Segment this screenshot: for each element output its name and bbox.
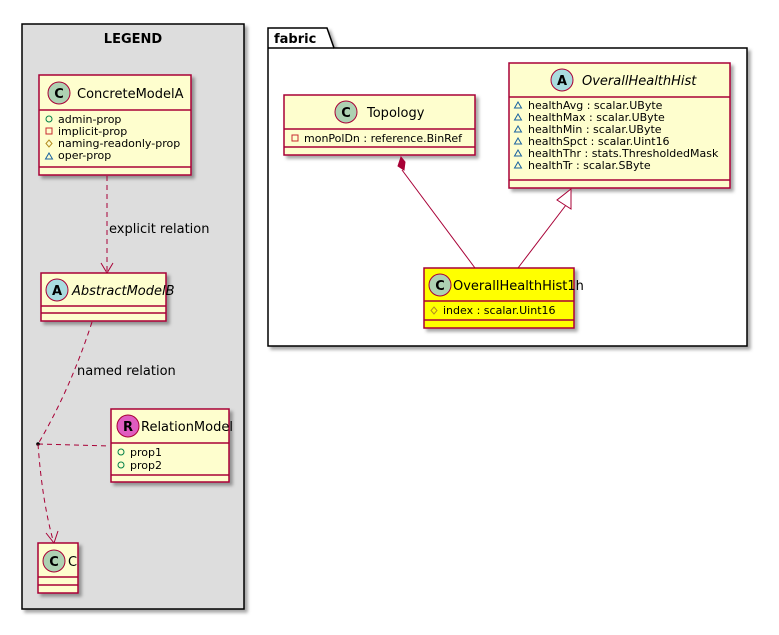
visibility-public-icon xyxy=(117,461,125,469)
attr-text: index : scalar.Uint16 xyxy=(443,304,556,317)
composition-edge xyxy=(397,155,476,269)
class-stereotype-letter: C xyxy=(341,106,351,121)
class-name: C xyxy=(68,555,77,570)
visibility-package-icon xyxy=(513,149,523,157)
class-overall-health-hist-1h[interactable]: C OverallHealthHist1h index : scalar.Uin… xyxy=(423,267,584,329)
class-stereotype-letter: C xyxy=(54,87,64,102)
explicit-relation-label: explicit relation xyxy=(109,222,209,237)
attr-list: prop1 prop2 xyxy=(117,446,162,472)
generalization-edge xyxy=(517,187,572,269)
class-name: Topology xyxy=(366,106,425,121)
named-relation-edge: named relation xyxy=(36,321,176,545)
class-r-icon xyxy=(116,414,140,438)
attr-text: healthSpct : scalar.Uint16 xyxy=(528,135,670,148)
visibility-protected-icon xyxy=(45,139,53,148)
class-c[interactable]: C C xyxy=(37,542,79,594)
class-relation-model[interactable]: R RelationModel prop1 prop2 xyxy=(110,408,233,483)
visibility-package-icon xyxy=(513,125,523,133)
visibility-package-icon xyxy=(513,113,523,121)
attr-text: healthAvg : scalar.UByte xyxy=(528,99,663,112)
visibility-protected-icon xyxy=(430,306,438,315)
class-a-icon xyxy=(45,278,69,302)
class-name: ConcreteModelA xyxy=(77,87,184,102)
visibility-private-icon xyxy=(45,127,53,135)
visibility-private-icon xyxy=(291,134,299,142)
class-c-icon xyxy=(47,81,71,105)
class-name: RelationModel xyxy=(141,420,233,435)
class-overall-health-hist[interactable]: A OverallHealthHist healthAvg : scalar.U… xyxy=(508,62,731,189)
visibility-package-icon xyxy=(513,101,523,109)
class-c-icon xyxy=(428,273,452,297)
visibility-package-icon xyxy=(44,152,54,160)
attr-text: implicit-prop xyxy=(58,125,127,138)
class-stereotype-letter: A xyxy=(557,74,567,89)
visibility-package-icon xyxy=(513,161,523,169)
attr-text: oper-prop xyxy=(58,149,111,162)
attr-text: naming-readonly-prop xyxy=(58,137,180,150)
attr-text: healthMax : scalar.UByte xyxy=(528,111,665,124)
attr-text: healthThr : stats.ThresholdedMask xyxy=(528,147,719,160)
attr-text: monPolDn : reference.BinRef xyxy=(304,132,463,145)
legend-title: LEGEND xyxy=(104,32,163,47)
class-a-icon xyxy=(550,68,574,92)
attr-list: index : scalar.Uint16 xyxy=(430,304,556,317)
attr-list: healthAvg : scalar.UByte healthMax : sca… xyxy=(513,99,719,172)
class-name: AbstractModelB xyxy=(71,284,175,299)
class-stereotype-letter: C xyxy=(49,555,59,570)
class-topology[interactable]: C Topology monPolDn : reference.BinRef xyxy=(283,94,476,156)
class-name: OverallHealthHist xyxy=(582,74,697,89)
class-stereotype-letter: C xyxy=(435,279,445,294)
attr-text: healthTr : scalar.SByte xyxy=(528,159,651,172)
composition-diamond-icon xyxy=(397,155,406,171)
class-stereotype-letter: A xyxy=(52,284,62,299)
attr-text: prop1 xyxy=(130,446,162,459)
inheritance-triangle-icon xyxy=(556,187,572,210)
class-concrete-model-a[interactable]: C ConcreteModelA admin-prop implicit-pro… xyxy=(38,74,192,176)
class-name: OverallHealthHist1h xyxy=(453,279,584,294)
attr-list: monPolDn : reference.BinRef xyxy=(291,132,463,145)
visibility-package-icon xyxy=(513,137,523,145)
fabric-title: fabric xyxy=(274,32,316,47)
named-relation-label: named relation xyxy=(77,364,176,379)
class-abstract-model-b[interactable]: A AbstractModelB xyxy=(40,272,175,322)
attr-text: healthMin : scalar.UByte xyxy=(528,123,662,136)
attr-list: admin-prop implicit-prop naming-readonly… xyxy=(44,113,180,162)
attr-text: admin-prop xyxy=(58,113,121,126)
attr-text: prop2 xyxy=(130,459,162,472)
class-c-icon xyxy=(42,549,66,573)
class-stereotype-letter: R xyxy=(123,420,133,435)
visibility-public-icon xyxy=(45,115,53,123)
class-c-icon xyxy=(334,100,358,124)
visibility-public-icon xyxy=(117,448,125,456)
